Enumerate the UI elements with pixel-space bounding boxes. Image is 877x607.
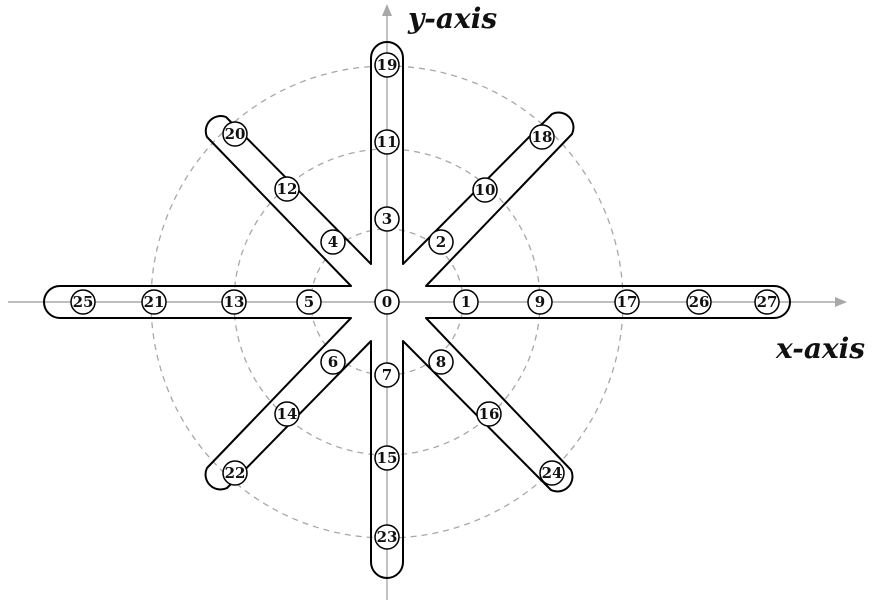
node-15: 15 <box>374 445 400 471</box>
node-label: 2 <box>436 233 446 251</box>
node-label: 17 <box>617 293 638 311</box>
node-7: 7 <box>374 362 400 388</box>
node-circle <box>374 289 400 315</box>
node-label: 23 <box>377 528 398 546</box>
node-circle <box>374 206 400 232</box>
node-circle <box>453 289 479 315</box>
node-circle <box>374 445 400 471</box>
node-22: 22 <box>222 460 248 486</box>
node-27: 27 <box>754 289 780 315</box>
node-circle <box>221 289 247 315</box>
node-17: 17 <box>614 289 640 315</box>
node-label: 5 <box>304 293 314 311</box>
node-circle <box>374 362 400 388</box>
node-circle <box>428 349 454 375</box>
node-label: 14 <box>277 405 298 423</box>
node-label: 16 <box>479 405 500 423</box>
node-circle <box>374 52 400 78</box>
node-3: 3 <box>374 206 400 232</box>
node-circle <box>374 524 400 550</box>
star-outline <box>43 41 791 579</box>
node-circle <box>686 289 712 315</box>
node-label: 3 <box>382 210 392 228</box>
node-label: 1 <box>461 293 471 311</box>
node-circle <box>527 289 553 315</box>
node-0: 0 <box>374 289 400 315</box>
node-label: 20 <box>225 125 246 143</box>
node-circle <box>614 289 640 315</box>
node-label: 7 <box>382 366 392 384</box>
y-axis-label: y-axis <box>408 2 498 35</box>
node-23: 23 <box>374 524 400 550</box>
node-label: 12 <box>277 180 298 198</box>
node-label: 22 <box>225 464 246 482</box>
node-circle <box>428 229 454 255</box>
node-label: 9 <box>535 293 545 311</box>
node-label: 8 <box>436 353 446 371</box>
node-19: 19 <box>374 52 400 78</box>
node-circle <box>274 401 300 427</box>
node-label: 18 <box>532 128 553 146</box>
node-24: 24 <box>539 460 565 486</box>
x-axis-label: x-axis <box>776 332 866 365</box>
node-4: 4 <box>320 229 346 255</box>
node-10: 10 <box>472 177 498 203</box>
node-1: 1 <box>453 289 479 315</box>
node-5: 5 <box>296 289 322 315</box>
node-circle <box>320 229 346 255</box>
node-label: 19 <box>377 56 398 74</box>
node-circle <box>296 289 322 315</box>
node-2: 2 <box>428 229 454 255</box>
node-circle <box>70 289 96 315</box>
node-circle <box>539 460 565 486</box>
node-label: 25 <box>73 293 94 311</box>
node-label: 24 <box>542 464 563 482</box>
node-circle <box>472 177 498 203</box>
node-circle <box>141 289 167 315</box>
node-9: 9 <box>527 289 553 315</box>
node-label: 10 <box>475 181 496 199</box>
node-label: 4 <box>328 233 338 251</box>
node-18: 18 <box>529 124 555 150</box>
node-circle <box>222 121 248 147</box>
node-12: 12 <box>274 176 300 202</box>
node-circle <box>274 176 300 202</box>
node-label: 13 <box>224 293 245 311</box>
node-label: 11 <box>377 133 398 151</box>
node-circle <box>320 349 346 375</box>
node-21: 21 <box>141 289 167 315</box>
node-circle <box>374 129 400 155</box>
node-circle <box>222 460 248 486</box>
node-label: 6 <box>328 353 338 371</box>
star-outline-path <box>43 41 791 579</box>
node-label: 15 <box>377 449 398 467</box>
node-14: 14 <box>274 401 300 427</box>
node-25: 25 <box>70 289 96 315</box>
node-label: 27 <box>757 293 778 311</box>
node-26: 26 <box>686 289 712 315</box>
node-label: 26 <box>689 293 710 311</box>
node-20: 20 <box>222 121 248 147</box>
node-circle <box>476 401 502 427</box>
node-label: 21 <box>144 293 165 311</box>
node-11: 11 <box>374 129 400 155</box>
node-8: 8 <box>428 349 454 375</box>
axes <box>8 4 847 600</box>
node-6: 6 <box>320 349 346 375</box>
node-13: 13 <box>221 289 247 315</box>
node-16: 16 <box>476 401 502 427</box>
node-circle <box>529 124 555 150</box>
node-circle <box>754 289 780 315</box>
node-label: 0 <box>382 293 392 311</box>
